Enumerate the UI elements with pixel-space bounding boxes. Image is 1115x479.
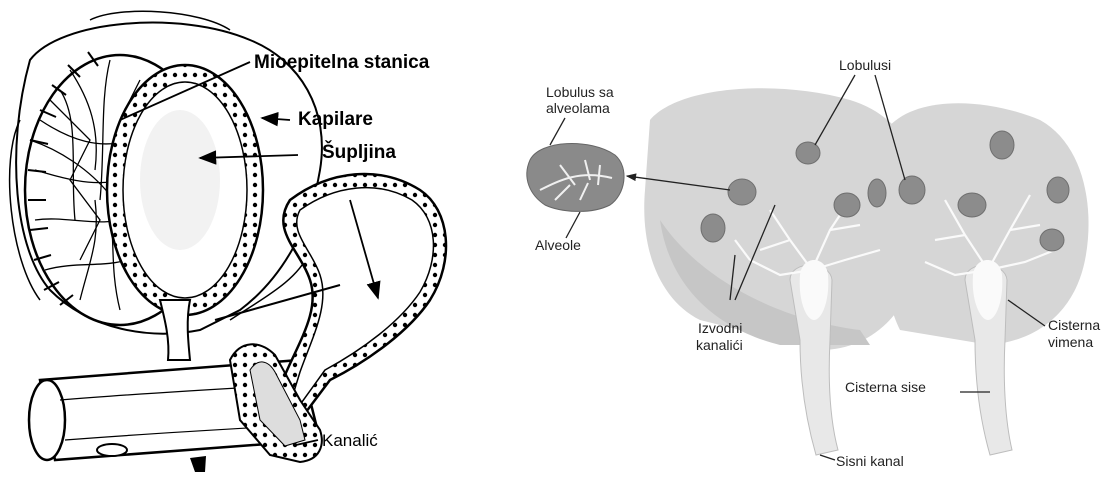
label-ducts-line1: Izvodni (698, 320, 742, 336)
label-teat-canal: Sisni kanal (836, 453, 904, 469)
label-capillaries: Kapilare (298, 109, 373, 130)
label-ducts-line2: kanalići (696, 337, 743, 353)
label-teat-cistern: Cisterna sise (845, 379, 926, 395)
label-lobule-with-alveoli-line2: alveolama (546, 100, 610, 116)
label-lobules: Lobulusi (839, 57, 891, 73)
label-ductule: Kanalić (322, 431, 378, 450)
label-myoepithelial-cell: Mioepitelna stanica (254, 52, 430, 73)
alveolar-duct (160, 300, 190, 360)
label-lobule-with-alveoli-line1: Lobulus sa (546, 84, 614, 100)
label-gland-cistern-line2: vimena (1048, 334, 1093, 350)
label-gland-cistern-line1: Cisterna (1048, 317, 1100, 333)
udder-illustration (527, 88, 1089, 455)
alveolus-illustration (10, 11, 446, 472)
label-lumen: Šupljina (322, 141, 396, 163)
label-alveoli: Alveole (535, 237, 581, 253)
